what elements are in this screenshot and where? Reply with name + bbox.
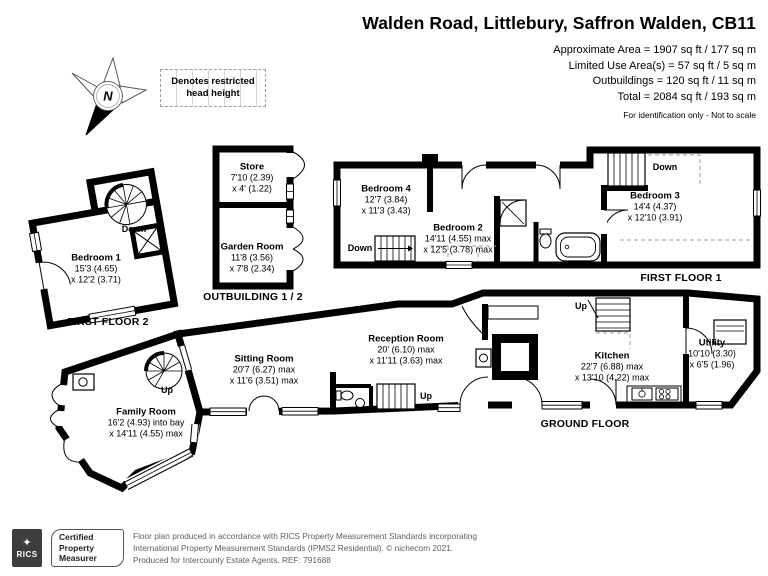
stair-label-family-up: Up xyxy=(161,385,173,395)
chimney xyxy=(422,154,438,165)
stove-icon xyxy=(475,348,492,368)
utility-door-arc xyxy=(682,327,713,355)
sink-icon xyxy=(631,387,653,401)
stair-label-ff2-down: Down xyxy=(121,224,147,234)
stair-label-ff1-right-down: Down xyxy=(652,162,678,172)
area-line: Total = 2084 sq ft / 193 sq m xyxy=(617,90,757,103)
certified-measurer-badge: Certified Property Measurer xyxy=(51,529,124,567)
restricted-head-height-dashes xyxy=(430,154,752,261)
disclaimer-text: Floor plan produced in accordance with R… xyxy=(133,531,478,566)
room-label-reception-room: Reception Room 20' (6.10) max x 11'11 (3… xyxy=(368,333,444,366)
staircase-icon xyxy=(587,297,631,349)
bay-door-arcs xyxy=(50,382,85,463)
stair-label-reception-up: Up xyxy=(420,391,432,401)
floor-label-ground-floor: GROUND FLOOR xyxy=(540,418,630,430)
shower-icon xyxy=(499,199,527,227)
hob-icon xyxy=(655,387,679,401)
floor-label-outbuilding: OUTBUILDING 1 / 2 xyxy=(203,291,303,303)
utility-window xyxy=(695,401,723,410)
area-line: Limited Use Area(s) = 57 sq ft / 5 sq m xyxy=(568,59,756,72)
bedroom1-window xyxy=(88,305,137,324)
bedroom3-door-arc xyxy=(601,209,629,235)
french-doors-arc xyxy=(247,395,280,416)
store-door-arc xyxy=(285,151,305,180)
garden-room-door-arc xyxy=(285,226,304,272)
kitchen-counter xyxy=(626,385,682,403)
toilet-icon xyxy=(335,390,354,401)
wc-cubicle xyxy=(330,372,373,411)
room-label-sitting-room: Sitting Room 20'7 (6.27) max x 11'6 (3.5… xyxy=(229,353,299,386)
sitting-room-window-left xyxy=(177,344,194,372)
sink-icon xyxy=(355,398,365,408)
first-floor-1-plan xyxy=(333,146,761,269)
floor-label-first-floor-2: FIRST FLOOR 2 xyxy=(67,316,149,328)
room-label-store: Store 7'10 (2.39) x 4' (1.22) xyxy=(230,161,274,194)
room-label-bedroom-1: Bedroom 1 15'3 (4.65) x 12'2 (3.71) xyxy=(71,252,121,285)
spiral-staircase-icon xyxy=(144,351,183,390)
rics-lion-icon: ✦ xyxy=(22,536,32,549)
spiral-staircase-icon xyxy=(104,182,147,226)
stove-icon xyxy=(72,373,95,391)
door-arc xyxy=(461,161,487,190)
bedroom1-door-arc xyxy=(34,261,71,291)
toilet-icon xyxy=(539,228,552,249)
shower-icon xyxy=(129,222,167,260)
store-window xyxy=(286,183,294,200)
garden-double-doors xyxy=(458,376,543,410)
kitchen-door-arc xyxy=(589,378,617,410)
staircase-icon xyxy=(376,383,416,410)
reception-door-arc xyxy=(461,305,486,337)
area-line: Outbuildings = 120 sq ft / 11 sq m xyxy=(592,75,756,87)
chimney-breast xyxy=(492,334,538,380)
rics-logo: ✦ RICS xyxy=(12,529,42,567)
window xyxy=(333,179,761,269)
cupboard xyxy=(487,305,539,320)
room-label-bedroom-2: Bedroom 2 14'11 (4.55) max x 12'5 (3.78)… xyxy=(423,222,493,255)
rics-logo-text: RICS xyxy=(16,549,38,559)
garden-room-window xyxy=(286,209,294,224)
room-label-family-room: Family Room 16'2 (4.93) into bay x 14'11… xyxy=(107,406,185,439)
footer: ✦ RICS Certified Property Measurer Floor… xyxy=(12,529,477,567)
floor-label-first-floor-1: FIRST FLOOR 1 xyxy=(640,272,722,284)
staircase-icon xyxy=(607,152,646,187)
washer-icon xyxy=(713,319,747,345)
legend-text: Denotes restricted head height xyxy=(171,76,255,99)
restricted-head-height-legend: Denotes restricted head height xyxy=(160,69,266,107)
room-label-kitchen: Kitchen 22'7 (6.88) max x 13'10 (4.22) m… xyxy=(574,350,650,383)
sitting-room-windows xyxy=(209,407,319,416)
room-label-bedroom-3: Bedroom 3 14'4 (4.37) x 12'10 (3.91) xyxy=(627,190,683,223)
bedroom1-window-left xyxy=(28,231,43,253)
staircase-icon xyxy=(374,235,416,262)
compass-north-label: N xyxy=(103,88,113,104)
page-title: Walden Road, Littlebury, Saffron Walden,… xyxy=(362,13,756,33)
bathtub-icon xyxy=(555,232,601,262)
ground-floor-plan xyxy=(50,289,761,493)
family-room-window-right xyxy=(189,423,200,443)
stair-label-kitchen-up: Up xyxy=(575,301,587,311)
header: Walden Road, Littlebury, Saffron Walden,… xyxy=(362,13,756,120)
room-label-utility: Utility 10'10 (3.30) x 6'5 (1.96) xyxy=(688,337,736,370)
compass-icon xyxy=(71,56,148,136)
room-label-bedroom-4: Bedroom 4 12'7 (3.84) x 11'3 (3.43) xyxy=(361,183,411,216)
area-line: Approximate Area = 1907 sq ft / 177 sq m xyxy=(553,44,756,56)
scale-note: For identification only - Not to scale xyxy=(623,110,756,120)
outbuilding-plan xyxy=(212,145,305,290)
first-floor-2-plan xyxy=(28,167,179,330)
room-label-garden-room: Garden Room 11'8 (3.56) x 7'8 (2.34) xyxy=(220,241,284,274)
stair-label-ff1-left-down: Down xyxy=(347,243,373,253)
family-room-window xyxy=(123,447,194,490)
kitchen-window xyxy=(437,401,583,412)
door-arc xyxy=(535,161,561,190)
